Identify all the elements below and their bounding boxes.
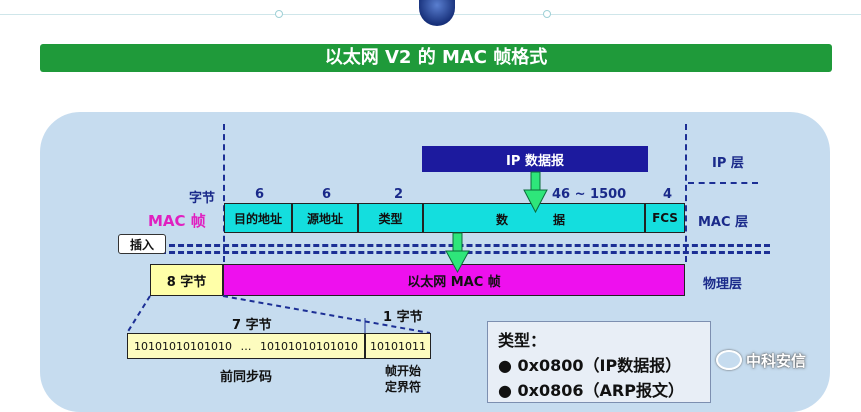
preamble-ellipsis: … [240, 339, 252, 353]
mac-layer-label: MAC 层 [698, 215, 749, 230]
ethernet-mac-frame-box: 以太网 MAC 帧 [223, 264, 685, 296]
sfd-bits-box: 10101011 [365, 333, 431, 359]
preamble-bits-start: 10101010101010 [134, 339, 232, 353]
type-heading: 类型： [498, 331, 547, 350]
size-dest: 6 [255, 187, 265, 202]
ip-layer-divider [688, 182, 758, 184]
type-values-box: 类型： ● 0x0800（IP数据报） ● 0x0806（ARP报文） [487, 321, 711, 403]
size-src: 6 [322, 187, 332, 202]
page-title: 以太网 V2 的 MAC 帧格式 [40, 44, 832, 72]
preamble-bits-box: 10101010101010 … 10101010101010 [127, 333, 365, 359]
type-item-ip: ● 0x0800（IP数据报） [498, 356, 682, 375]
physical-layer-label: 物理层 [703, 277, 743, 292]
mac-frame-label: MAC 帧 [148, 212, 206, 230]
mac-to-physical-arrow [445, 232, 470, 274]
sfd-label-line1: 帧开始 [385, 364, 422, 378]
expand-line-right [222, 295, 431, 334]
sfd-label-line2: 定界符 [385, 380, 422, 394]
header-dot-left [275, 10, 283, 18]
preamble-label: 前同步码 [220, 370, 273, 385]
type-item-arp: ● 0x0806（ARP报文） [498, 381, 684, 400]
header-dot-right [543, 10, 551, 18]
preamble-8-bytes-box: 8 字节 [150, 264, 223, 296]
physical-divider-top [160, 244, 770, 247]
size-type: 2 [394, 187, 404, 202]
size-data: 46 ~ 1500 [552, 187, 627, 202]
insert-callout: 插入 [118, 234, 166, 254]
bytes-label: 字节 [189, 191, 216, 206]
preamble-bits-end: 10101010101010 [260, 339, 358, 353]
left-boundary-line [223, 124, 225, 262]
field-dest-address: 目的地址 [224, 203, 292, 233]
field-data-label-1: 数 [496, 213, 509, 227]
ip-to-data-arrow [523, 171, 548, 214]
field-type: 类型 [358, 203, 423, 233]
size-fcs: 4 [663, 187, 673, 202]
arrows-layer [126, 171, 548, 334]
preamble-7-bytes-label: 7 字节 [232, 318, 272, 333]
field-fcs: FCS [645, 203, 685, 233]
wechat-icon [716, 350, 742, 370]
expand-line-left [126, 295, 151, 334]
watermark-text: 中科安信 [746, 352, 807, 370]
ip-datagram-box: IP 数据报 [422, 146, 648, 172]
sfd-1-byte-label: 1 字节 [383, 310, 423, 325]
field-src-address: 源地址 [292, 203, 358, 233]
field-data-label-2: 据 [553, 213, 566, 227]
right-boundary-line [685, 124, 687, 262]
ip-layer-label: IP 层 [712, 156, 744, 171]
